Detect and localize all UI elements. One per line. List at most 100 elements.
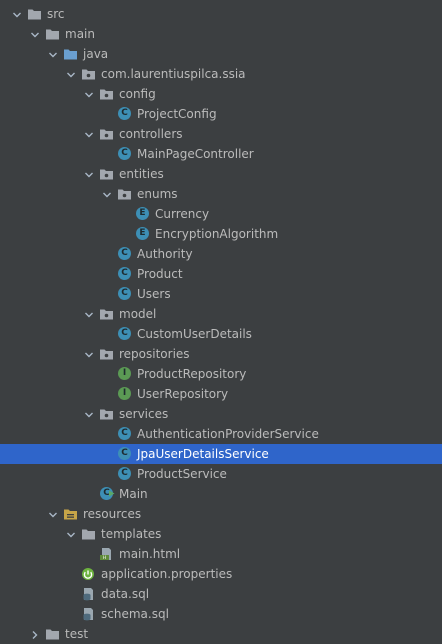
tree-row-label: entities — [119, 167, 164, 181]
tree-row[interactable]: java — [0, 44, 442, 64]
chevron-down-icon[interactable] — [48, 49, 58, 59]
tree-row-label: resources — [83, 507, 142, 521]
tree-row[interactable]: C ProjectConfig — [0, 104, 442, 124]
tree-row-label: EncryptionAlgorithm — [155, 227, 279, 241]
package-icon — [99, 407, 114, 421]
svg-text:H: H — [103, 555, 106, 561]
tree-row-label: MainPageController — [137, 147, 254, 161]
tree-row[interactable]: I UserRepository — [0, 384, 442, 404]
tree-row[interactable]: data.sql — [0, 584, 442, 604]
tree-row[interactable]: schema.sql — [0, 604, 442, 624]
tree-row[interactable]: C ProductService — [0, 464, 442, 484]
class-icon: C — [118, 287, 131, 300]
run-marker-icon — [108, 486, 115, 500]
package-icon — [99, 347, 114, 361]
tree-row[interactable]: controllers — [0, 124, 442, 144]
tree-row[interactable]: application.properties — [0, 564, 442, 584]
class-icon: C — [118, 247, 131, 260]
chevron-down-icon[interactable] — [66, 529, 76, 539]
folder-icon — [45, 27, 60, 41]
tree-row[interactable]: model — [0, 304, 442, 324]
chevron-down-icon[interactable] — [84, 309, 94, 319]
tree-row[interactable]: main — [0, 24, 442, 44]
tree-row-label: CustomUserDetails — [137, 327, 252, 341]
tree-row[interactable]: C AuthenticationProviderService — [0, 424, 442, 444]
tree-row-label: JpaUserDetailsService — [137, 447, 269, 461]
interface-icon: I — [118, 367, 131, 380]
tree-row-label: Users — [137, 287, 171, 301]
class-icon: C — [118, 267, 131, 280]
chevron-down-icon[interactable] — [84, 169, 94, 179]
tree-row[interactable]: templates — [0, 524, 442, 544]
tree-row[interactable]: E EncryptionAlgorithm — [0, 224, 442, 244]
chevron-down-icon[interactable] — [84, 349, 94, 359]
tree-row[interactable]: test — [0, 624, 442, 644]
tree-row-label: controllers — [119, 127, 183, 141]
tree-row-label: schema.sql — [101, 607, 169, 621]
tree-row[interactable]: C Main — [0, 484, 442, 504]
source-folder-icon — [63, 47, 78, 61]
tree-row-label: ProjectConfig — [137, 107, 217, 121]
tree-row[interactable]: services — [0, 404, 442, 424]
tree-row[interactable]: config — [0, 84, 442, 104]
main-class-icon: C — [100, 487, 113, 500]
tree-row-label: java — [83, 47, 109, 61]
tree-row-label: src — [47, 7, 65, 21]
class-icon: C — [118, 107, 131, 120]
enum-icon: E — [136, 227, 149, 240]
package-icon — [117, 187, 132, 201]
chevron-down-icon[interactable] — [30, 29, 40, 39]
tree-row-label: main — [65, 27, 95, 41]
chevron-down-icon[interactable] — [12, 9, 22, 19]
interface-icon: I — [118, 387, 131, 400]
enum-icon: E — [136, 207, 149, 220]
tree-row-label: repositories — [119, 347, 190, 361]
class-icon: C — [118, 327, 131, 340]
tree-row[interactable]: src — [0, 4, 442, 24]
class-icon: C — [118, 447, 131, 460]
tree-row-label: Product — [137, 267, 183, 281]
chevron-down-icon[interactable] — [102, 189, 112, 199]
class-icon: C — [118, 467, 131, 480]
tree-row[interactable]: C Users — [0, 284, 442, 304]
folder-icon — [81, 527, 96, 541]
chevron-down-icon[interactable] — [66, 69, 76, 79]
tree-row-label: ProductService — [137, 467, 227, 481]
tree-row-label: config — [119, 87, 156, 101]
tree-row[interactable]: entities — [0, 164, 442, 184]
tree-row-label: enums — [137, 187, 178, 201]
tree-row-label: com.laurentiuspilca.ssia — [101, 67, 246, 81]
chevron-down-icon[interactable] — [48, 509, 58, 519]
tree-row[interactable]: repositories — [0, 344, 442, 364]
chevron-down-icon[interactable] — [84, 129, 94, 139]
chevron-down-icon[interactable] — [84, 409, 94, 419]
tree-row[interactable]: enums — [0, 184, 442, 204]
tree-row-label: AuthenticationProviderService — [137, 427, 319, 441]
tree-row-label: application.properties — [101, 567, 233, 581]
package-icon — [99, 167, 114, 181]
tree-row[interactable]: C JpaUserDetailsService — [0, 444, 442, 464]
class-icon: C — [118, 427, 131, 440]
chevron-down-icon[interactable] — [84, 89, 94, 99]
package-icon — [99, 307, 114, 321]
tree-row-label: templates — [101, 527, 162, 541]
package-icon — [81, 67, 96, 81]
tree-row-label: main.html — [119, 547, 181, 561]
tree-row-label: UserRepository — [137, 387, 229, 401]
tree-row[interactable]: com.laurentiuspilca.ssia — [0, 64, 442, 84]
tree-row-label: services — [119, 407, 169, 421]
tree-row[interactable]: C Product — [0, 264, 442, 284]
sql-file-icon — [81, 587, 96, 601]
tree-row-label: test — [65, 627, 89, 641]
tree-row[interactable]: resources — [0, 504, 442, 524]
folder-icon — [27, 7, 42, 21]
tree-row-label: Main — [119, 487, 148, 501]
chevron-right-icon[interactable] — [30, 629, 40, 639]
tree-row[interactable]: C CustomUserDetails — [0, 324, 442, 344]
